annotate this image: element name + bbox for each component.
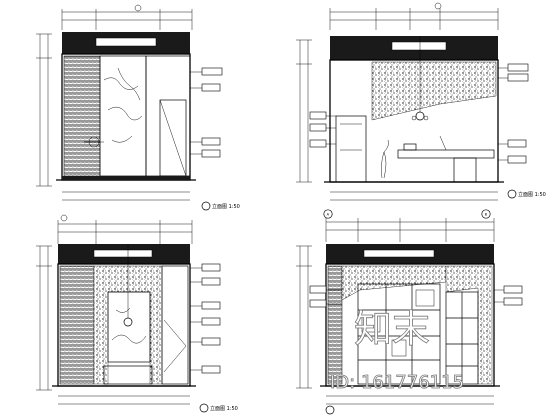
ceiling-light-trough <box>93 249 153 258</box>
artwork-panel <box>107 291 151 363</box>
material-tag-right-1 <box>494 285 523 294</box>
elevation-panel-bottom-left: 立面图 1:50 <box>36 214 238 413</box>
vanity-cabinet <box>453 157 477 183</box>
dimension-lines-left <box>36 33 52 187</box>
grid-marker-b: B <box>481 209 491 219</box>
material-tag-right-2 <box>498 73 529 82</box>
material-tag-right-1 <box>498 63 529 72</box>
artwork-panel <box>99 55 147 177</box>
stone-feature-wall <box>341 265 447 301</box>
elevation-symbol <box>507 189 517 199</box>
material-tag-left-2 <box>309 123 336 132</box>
material-tag-right-4 <box>498 155 527 164</box>
material-tag-right-2 <box>494 297 523 306</box>
material-tag-3 <box>190 137 221 146</box>
glass-partition <box>335 115 367 183</box>
watermark: 知末 ID: 161776115 <box>330 307 465 394</box>
material-tag-right-3 <box>498 139 527 148</box>
ceiling-light-trough <box>95 37 157 47</box>
pendant-lamp <box>123 317 133 327</box>
material-tag-2 <box>190 277 221 286</box>
wall-panel-right <box>161 265 189 385</box>
pendant-lamp <box>415 111 425 121</box>
material-tag-1 <box>190 67 223 76</box>
svg-text:B: B <box>485 212 488 216</box>
slat-wall-panel <box>327 265 343 385</box>
stone-feature-wall <box>371 61 497 121</box>
elevation-symbol <box>201 201 211 211</box>
material-tag-left-3 <box>309 139 336 148</box>
vanity-counter <box>397 149 495 159</box>
elevation-caption: 立面图 1:50 <box>518 191 546 198</box>
dimension-lines-left <box>36 245 52 391</box>
material-tag-3 <box>190 301 221 310</box>
material-tag-1 <box>190 263 221 272</box>
svg-text:A: A <box>327 212 330 216</box>
elevation-panel-top-right: 立面图 1:50 <box>296 2 546 201</box>
dimension-lines-left <box>296 39 312 183</box>
material-tag-4 <box>190 149 221 158</box>
material-tag-4 <box>190 317 221 326</box>
watermark-id: ID: 161776115 <box>330 372 464 393</box>
dimension-lines-top <box>61 4 193 30</box>
dimension-lines-top <box>325 218 495 242</box>
material-tag-6 <box>190 365 221 374</box>
material-tag-left-1 <box>309 285 342 294</box>
artwork-branch-lines <box>111 307 147 344</box>
side-shelving <box>445 291 479 385</box>
material-tag-2 <box>190 83 221 92</box>
material-tag-left-1 <box>309 111 336 120</box>
material-tag-left-2 <box>309 299 342 308</box>
elevation-caption: 立面图 1:50 <box>212 203 240 210</box>
grid-marker-a: A <box>323 209 333 219</box>
plant <box>381 139 389 179</box>
artwork-branch-lines <box>103 67 143 143</box>
skirting <box>62 176 190 180</box>
elevation-symbol <box>325 405 335 415</box>
elevation-panel-top-left: 立面图 1:50 <box>36 4 240 211</box>
ceiling-light-trough <box>363 249 435 258</box>
door-swing <box>163 319 187 373</box>
dimension-lines-left <box>296 245 312 389</box>
elevation-panel-bottom-right: A B <box>296 209 523 415</box>
dimension-lines-top <box>329 2 499 30</box>
watermark-logo: 知末 <box>354 307 430 351</box>
wall-panel-right <box>145 55 191 177</box>
console-table <box>103 365 153 385</box>
elevation-caption: 立面图 1:50 <box>210 405 238 412</box>
slat-wall-panel <box>63 55 101 177</box>
dimension-lines-top <box>57 214 193 244</box>
ceiling-light-trough <box>391 41 447 51</box>
slat-wall-panel <box>59 265 95 385</box>
elevation-symbol <box>199 403 209 413</box>
material-tag-5 <box>190 337 221 346</box>
display-shelving <box>357 283 441 385</box>
